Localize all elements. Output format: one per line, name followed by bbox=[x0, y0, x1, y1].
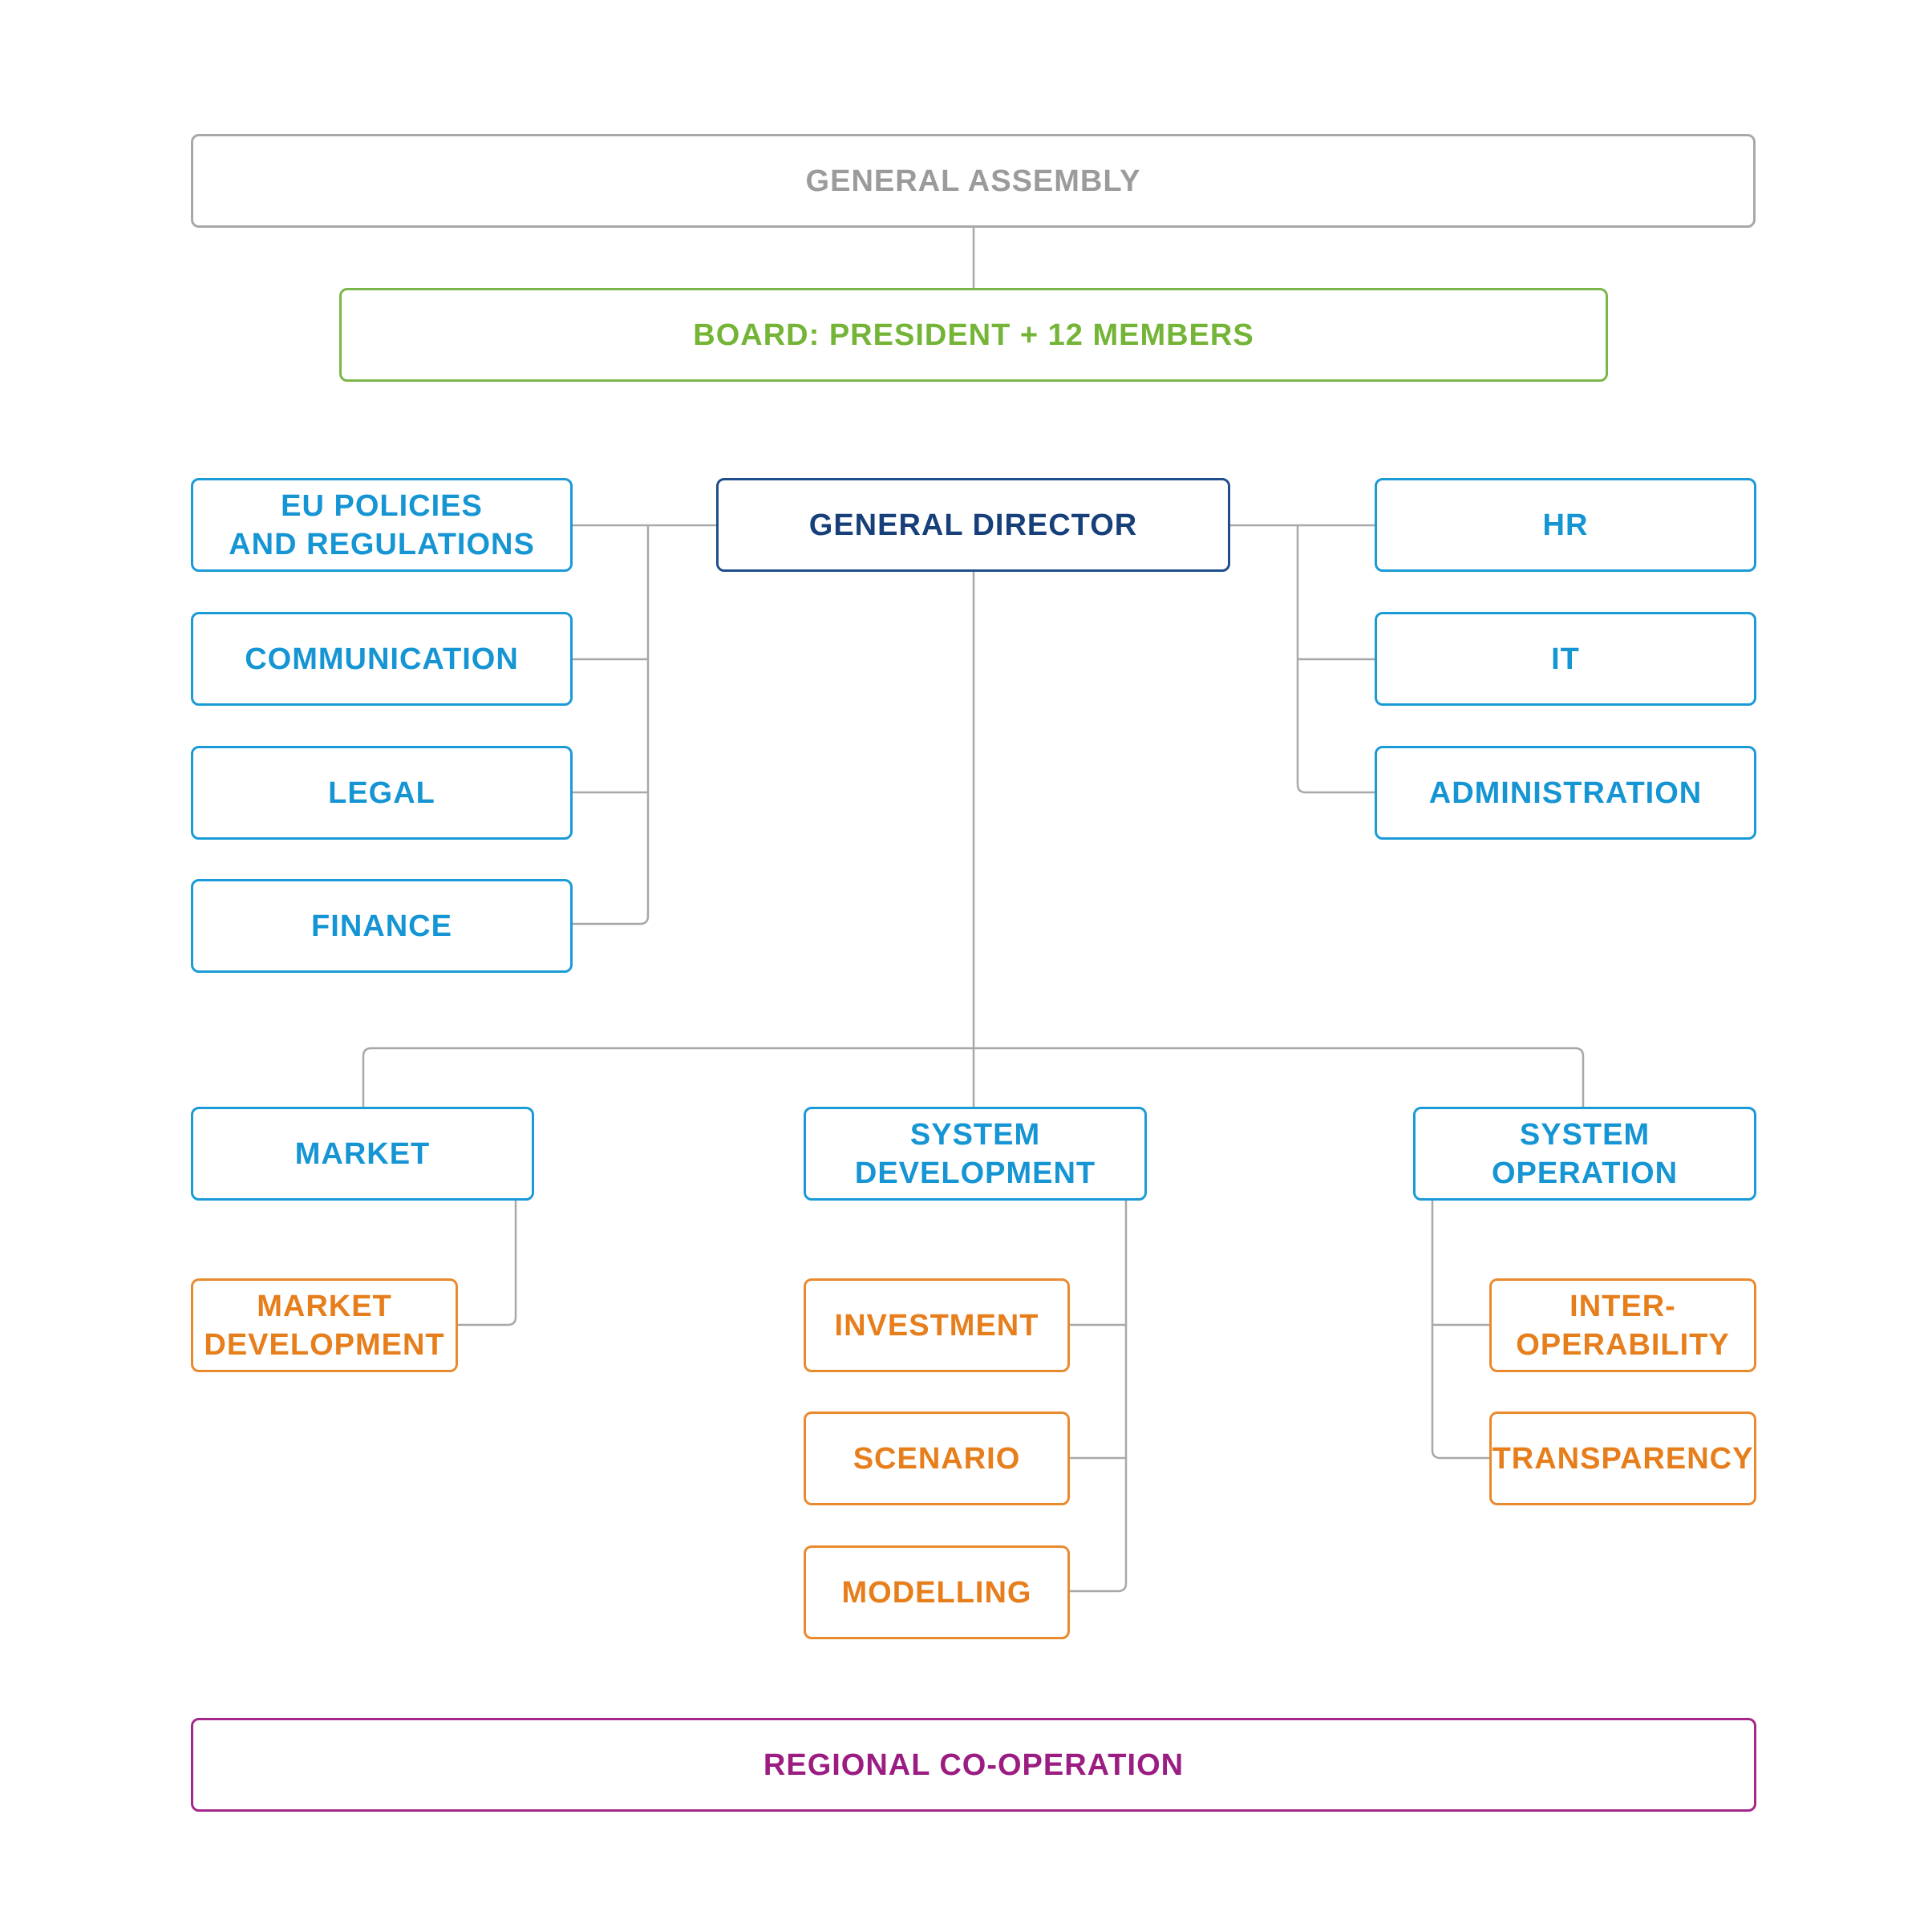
system-operation-label: SYSTEM OPERATION bbox=[1491, 1117, 1679, 1190]
general-assembly-label: GENERAL ASSEMBLY bbox=[805, 164, 1141, 198]
administration-box: ADMINISTRATION bbox=[1375, 746, 1756, 840]
finance-box: FINANCE bbox=[191, 879, 573, 973]
system-development-box: SYSTEM DEVELOPMENT bbox=[804, 1107, 1147, 1201]
market-label: MARKET bbox=[294, 1136, 431, 1171]
system-development-label: SYSTEM DEVELOPMENT bbox=[854, 1117, 1096, 1190]
market-development-label: MARKET DEVELOPMENT bbox=[204, 1289, 445, 1362]
finance-label: FINANCE bbox=[311, 909, 452, 943]
connector-right-trunk bbox=[1296, 525, 1375, 794]
communication-box: COMMUNICATION bbox=[191, 612, 573, 706]
modelling-box: MODELLING bbox=[804, 1545, 1070, 1639]
modelling-label: MODELLING bbox=[841, 1575, 1032, 1610]
general-director-label: GENERAL DIRECTOR bbox=[808, 508, 1138, 542]
regional-cooperation-box: REGIONAL CO-OPERATION bbox=[191, 1718, 1756, 1812]
scenario-label: SCENARIO bbox=[853, 1441, 1021, 1476]
connector-sysdev-trunk bbox=[1069, 1201, 1128, 1593]
interoperability-label: INTER- OPERABILITY bbox=[1516, 1289, 1730, 1362]
scenario-box: SCENARIO bbox=[804, 1412, 1070, 1505]
general-director-box: GENERAL DIRECTOR bbox=[716, 478, 1230, 572]
hr-box: HR bbox=[1375, 478, 1756, 572]
legal-label: LEGAL bbox=[328, 776, 435, 810]
connector-sysop-trunk bbox=[1431, 1201, 1489, 1460]
administration-label: ADMINISTRATION bbox=[1428, 776, 1703, 810]
market-box: MARKET bbox=[191, 1107, 534, 1201]
it-label: IT bbox=[1551, 642, 1580, 676]
eu-policies-box: EU POLICIES AND REGULATIONS bbox=[191, 478, 573, 572]
legal-box: LEGAL bbox=[191, 746, 573, 840]
market-development-box: MARKET DEVELOPMENT bbox=[191, 1278, 458, 1372]
communication-label: COMMUNICATION bbox=[245, 642, 519, 676]
it-box: IT bbox=[1375, 612, 1756, 706]
general-assembly-box: GENERAL ASSEMBLY bbox=[191, 134, 1756, 228]
system-operation-box: SYSTEM OPERATION bbox=[1413, 1107, 1756, 1201]
connector-departments-bar bbox=[362, 1047, 1585, 1107]
transparency-label: TRANSPARENCY bbox=[1492, 1441, 1754, 1476]
connector-left-trunk bbox=[572, 525, 650, 925]
board-box: BOARD: PRESIDENT + 12 MEMBERS bbox=[339, 288, 1608, 382]
investment-label: INVESTMENT bbox=[834, 1308, 1039, 1343]
hr-label: HR bbox=[1542, 508, 1589, 542]
investment-box: INVESTMENT bbox=[804, 1278, 1070, 1372]
board-label: BOARD: PRESIDENT + 12 MEMBERS bbox=[693, 318, 1254, 352]
connector-market-sub bbox=[457, 1201, 517, 1326]
eu-policies-label: EU POLICIES AND REGULATIONS bbox=[229, 488, 535, 561]
interoperability-box: INTER- OPERABILITY bbox=[1489, 1278, 1756, 1372]
regional-cooperation-label: REGIONAL CO-OPERATION bbox=[763, 1748, 1185, 1782]
transparency-box: TRANSPARENCY bbox=[1489, 1412, 1756, 1505]
